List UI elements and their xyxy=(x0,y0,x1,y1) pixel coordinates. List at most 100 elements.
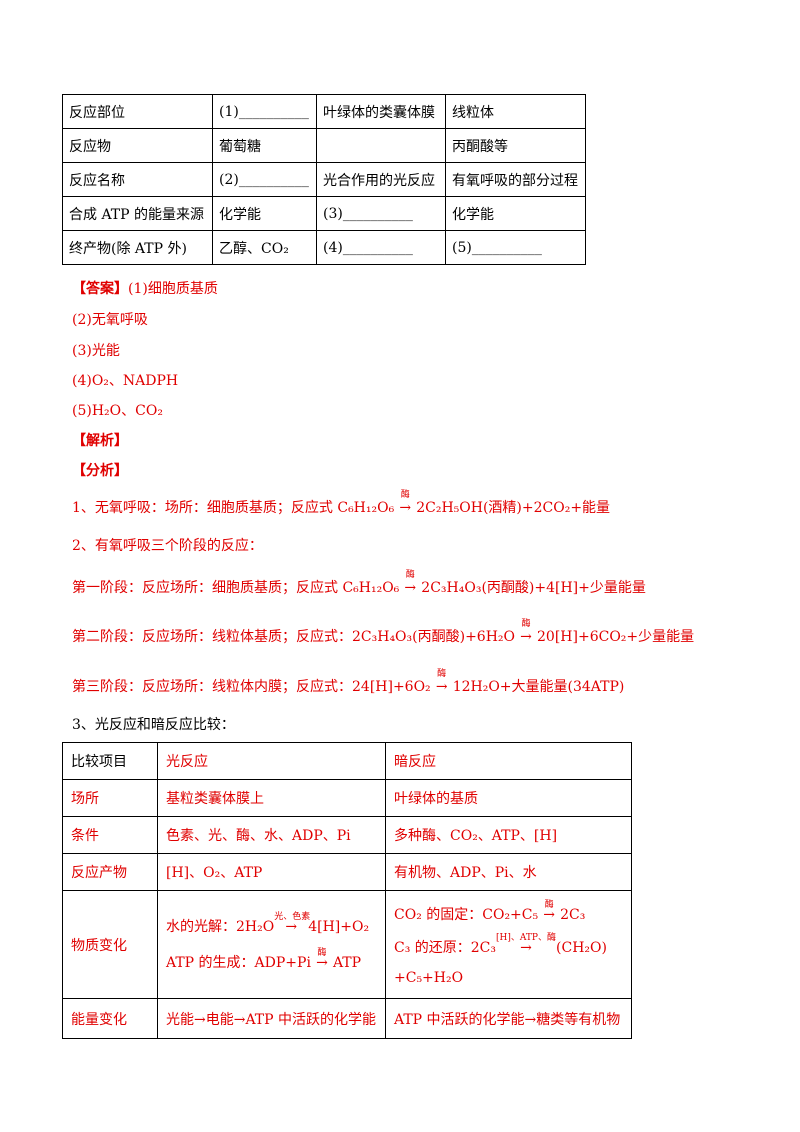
equation-left: 1、无氧呼吸：场所：细胞质基质；反应式 C₆H₁₂O₆ xyxy=(72,500,395,516)
table-cell: 化学能 xyxy=(212,196,317,231)
arrow-condition: [H]、ATP、酶 xyxy=(496,932,556,943)
table-cell: (4)__________ xyxy=(316,230,446,265)
fenxi-label: 【分析】 xyxy=(72,463,128,479)
answer-item: (3)光能 xyxy=(72,343,120,359)
answer-item: (4)O₂、NADPH xyxy=(72,373,179,389)
table-row: 反应部位 (1)__________ 叶绿体的类囊体膜 线粒体 xyxy=(62,94,586,129)
table-cell: [H]、O₂、ATP xyxy=(157,853,386,891)
arrow-condition: 酶 xyxy=(437,669,447,679)
reaction-arrow-icon: 酶→ xyxy=(394,490,416,516)
equation-right: 2C₃H₄O₃(丙酮酸)+4[H]+少量能量 xyxy=(421,580,646,596)
table-cell: 多种酶、CO₂、ATP、[H] xyxy=(385,816,632,854)
reaction-arrow-icon: 酶→ xyxy=(515,619,537,645)
equation-left: ATP 的生成：ADP+Pi xyxy=(166,954,311,971)
table-cell: 终产物(除 ATP 外) xyxy=(62,230,213,265)
table-cell: 能量变化 xyxy=(62,998,158,1039)
equation-left: 第三阶段：反应场所：线粒体内膜；反应式：24[H]+6O₂ xyxy=(72,679,431,695)
arrow-condition: 酶 xyxy=(405,570,415,580)
reaction-arrow-icon: 酶→ xyxy=(538,898,560,932)
table-header-row: 比较项目 光反应 暗反应 xyxy=(62,742,632,780)
table-header-cell: 光反应 xyxy=(157,742,386,780)
arrow-condition: 酶 xyxy=(400,490,410,500)
table-cell: (3)__________ xyxy=(316,196,446,231)
answer-line-1: 【答案】(1)细胞质基质 xyxy=(72,278,218,298)
table-row: 终产物(除 ATP 外) 乙醇、CO₂ (4)__________ (5)___… xyxy=(62,230,586,265)
table-cell: 反应物 xyxy=(62,128,213,163)
equation-right: 4[H]+O₂ xyxy=(308,918,370,935)
equation-left: C₃ 的还原：2C₃ xyxy=(394,939,497,956)
table-header-cell: 比较项目 xyxy=(62,742,158,780)
table-cell: 基粒类囊体膜上 xyxy=(157,779,386,817)
arrow-condition: 酶 xyxy=(544,899,554,910)
table-cell: 叶绿体的类囊体膜 xyxy=(316,94,446,129)
reaction-arrow-icon: 光、色素→ xyxy=(274,909,310,945)
table-cell: 有氧呼吸的部分过程 xyxy=(445,162,586,197)
arrow-condition: 酶 xyxy=(317,947,327,958)
arrow-condition: 酶 xyxy=(521,619,531,629)
table-cell: ATP 中活跃的化学能→糖类等有机物 xyxy=(385,998,632,1039)
table-cell: 葡萄糖 xyxy=(212,128,317,163)
table-row: 能量变化 光能→电能→ATP 中活跃的化学能 ATP 中活跃的化学能→糖类等有机… xyxy=(62,998,632,1039)
answer-item: (1)细胞质基质 xyxy=(128,281,218,297)
table-cell: 化学能 xyxy=(445,196,586,231)
reaction-arrow-icon: 酶→ xyxy=(311,945,333,981)
reaction-arrow-icon: 酶→ xyxy=(431,669,453,695)
table-row: 场所 基粒类囊体膜上 叶绿体的基质 xyxy=(62,779,632,817)
table-cell: (5)__________ xyxy=(445,230,586,265)
equation-line: +C₅+H₂O xyxy=(394,969,464,986)
analysis-line-2: 2、有氧呼吸三个阶段的反应： xyxy=(72,538,263,554)
table-cell xyxy=(316,128,446,163)
table-row: 合成 ATP 的能量来源 化学能 (3)__________ 化学能 xyxy=(62,196,586,231)
table-cell: 反应名称 xyxy=(62,162,213,197)
table-cell: 丙酮酸等 xyxy=(445,128,586,163)
table-cell: 合成 ATP 的能量来源 xyxy=(62,196,213,231)
table-cell: 色素、光、酶、水、ADP、Pi xyxy=(157,816,386,854)
equation-left: 水的光解：2H₂O xyxy=(166,918,275,935)
equation-right: 12H₂O+大量能量(34ATP) xyxy=(452,679,625,695)
table-cell: (2)__________ xyxy=(212,162,317,197)
answer-item: (2)无氧呼吸 xyxy=(72,312,148,328)
equation-right: ATP xyxy=(332,954,362,971)
table-header-cell: 暗反应 xyxy=(385,742,632,780)
table-cell: 条件 xyxy=(62,816,158,854)
table-row: 反应产物 [H]、O₂、ATP 有机物、ADP、Pi、水 xyxy=(62,853,632,891)
arrow-condition: 光、色素 xyxy=(274,911,311,922)
table-cell: 光合作用的光反应 xyxy=(316,162,446,197)
reaction-arrow-icon: [H]、ATP、酶→ xyxy=(496,932,556,964)
table-cell: 乙醇、CO₂ xyxy=(212,230,317,265)
table-cell: 有机物、ADP、Pi、水 xyxy=(385,853,632,891)
equation-left: CO₂ 的固定：CO₂+C₅ xyxy=(394,906,539,923)
comparison-table-1: 反应部位 (1)__________ 叶绿体的类囊体膜 线粒体 反应物 葡萄糖 … xyxy=(62,94,586,265)
jiexi-label: 【解析】 xyxy=(72,433,128,449)
table-cell: 物质变化 xyxy=(62,890,158,999)
equation-line: C₃ 的还原：2C₃[H]、ATP、酶→(CH₂O) xyxy=(394,932,623,964)
table-cell: 反应产物 xyxy=(62,853,158,891)
comparison-table-2: 比较项目 光反应 暗反应 场所 基粒类囊体膜上 叶绿体的基质 条件 色素、光、酶… xyxy=(62,742,632,1039)
equation-left: 第二阶段：反应场所：线粒体基质；反应式：2C₃H₄O₃(丙酮酸)+6H₂O xyxy=(72,629,516,645)
equation-right: 20[H]+6CO₂+少量能量 xyxy=(537,629,695,645)
equation-right: (CH₂O) xyxy=(556,939,607,956)
reaction-arrow-icon: 酶→ xyxy=(399,570,421,596)
table-cell: 反应部位 xyxy=(62,94,213,129)
table-cell: (1)__________ xyxy=(212,94,317,129)
table-cell: 场所 xyxy=(62,779,158,817)
analysis-line-6: 3、光反应和暗反应比较： xyxy=(72,717,235,733)
answer-label: 【答案】 xyxy=(72,281,128,297)
table-row: 反应物 葡萄糖 丙酮酸等 xyxy=(62,128,586,163)
equation-right: 2C₂H₅OH(酒精)+2CO₂+能量 xyxy=(416,500,611,516)
equation-right: 2C₃ xyxy=(560,906,586,923)
equation-left: 第一阶段：反应场所：细胞质基质；反应式 C₆H₁₂O₆ xyxy=(72,580,400,596)
table-cell: 光能→电能→ATP 中活跃的化学能 xyxy=(157,998,386,1039)
table-cell: 叶绿体的基质 xyxy=(385,779,632,817)
answer-item: (5)H₂O、CO₂ xyxy=(72,403,163,419)
